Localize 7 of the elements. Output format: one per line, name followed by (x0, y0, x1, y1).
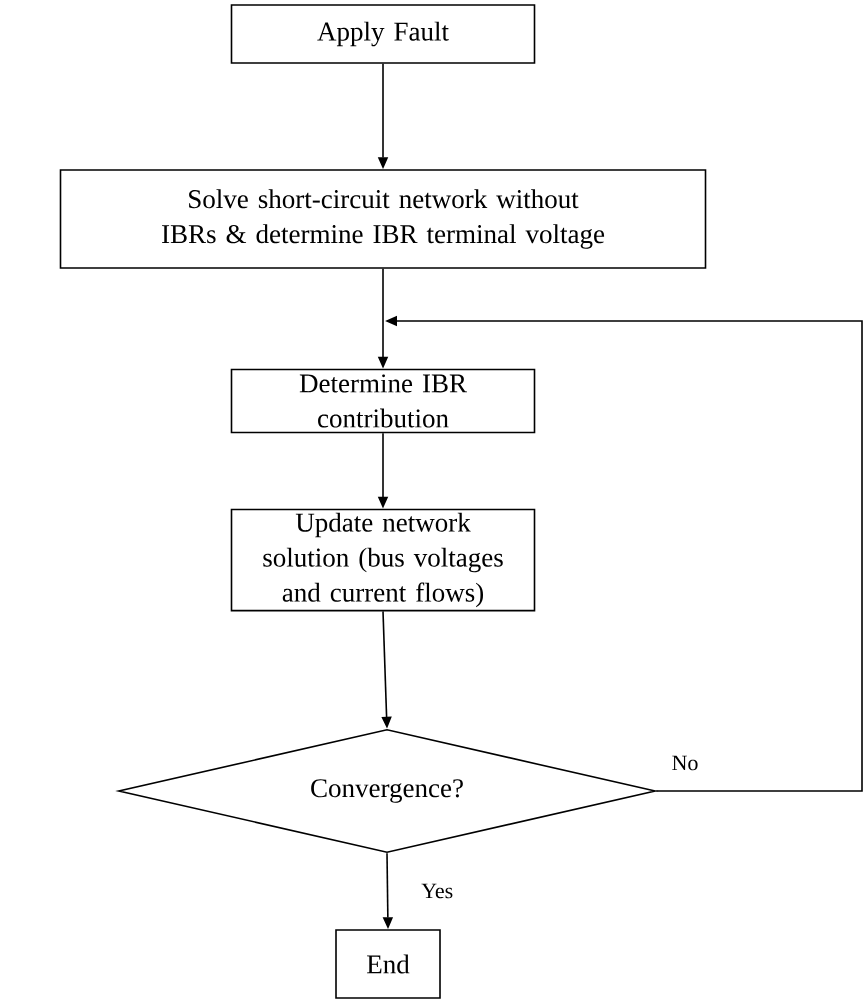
process-box: End (335, 929, 441, 999)
process-box: Update network solution (bus voltages and current flows) (230, 508, 536, 612)
process-box: Apply Fault (230, 4, 536, 64)
edge-label: No (670, 754, 700, 772)
process-box: Solve short-circuit network without IBRs & determine IBR terminal voltage (59, 169, 707, 269)
edge-label: Yes (420, 882, 455, 900)
process-box: Determine IBR contribution (230, 368, 536, 434)
